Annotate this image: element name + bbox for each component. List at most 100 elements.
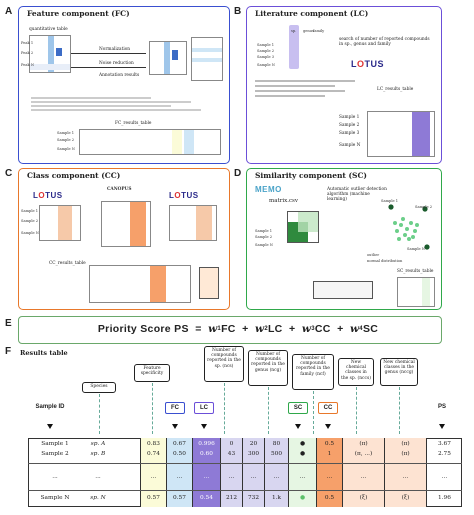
eq-w3-sub: 3 <box>311 326 315 332</box>
col-nccs: (π) (π, ...) ... (ξ) <box>342 438 384 507</box>
fc-results-label: FC_results_table <box>115 121 152 126</box>
col-species: sp. A sp. B ... sp. N <box>84 438 112 507</box>
arrow-cc <box>325 424 331 429</box>
connector-n-genus <box>268 387 269 434</box>
scatter-sample-2: Sample 2 <box>415 205 433 209</box>
callout-specificity: Feature specificity <box>134 364 170 382</box>
cell-nccg-2: (π) <box>401 451 410 457</box>
cell-lc-dots: ... <box>203 474 210 480</box>
header-sample-id: Sample ID <box>35 404 65 410</box>
header-ps: PS <box>437 404 446 410</box>
col-nccg: (π) (π) ... (ξ) <box>384 438 426 507</box>
cell-cc-1: 0.5 <box>324 441 335 447</box>
arrow-line-a1 <box>71 53 146 54</box>
col-ncf: 80 500 ... 1.k <box>264 438 288 507</box>
cell-ncf-dots: ... <box>273 474 280 480</box>
panel-letter-d: D <box>234 168 242 179</box>
header-sc: SC <box>288 402 308 414</box>
arrow-sample-id <box>47 424 53 429</box>
quant-table <box>29 35 71 73</box>
eq-lc: LC <box>267 323 283 335</box>
panel-a-box: Feature component (FC) quantitative tabl… <box>18 6 230 164</box>
cell-sample-dots: ... <box>52 474 58 480</box>
callout-n-family: Number of compounds reported in the fami… <box>292 354 334 390</box>
eq-cc: CC <box>314 323 331 335</box>
cell-sample-2: Sample 2 <box>41 451 69 457</box>
cc-sample-2: Sample 2 <box>21 219 39 223</box>
cell-cc-dots: ... <box>326 474 333 480</box>
cell-sp-n: sp. N <box>90 495 106 501</box>
eq-plus-1: + <box>242 323 249 335</box>
panel-c-box: Class component (CC) CANOPUS LOTUS LOTUS… <box>18 168 230 310</box>
cc-results-label: CC_results_table <box>49 261 86 266</box>
cc-mid-table <box>101 201 151 247</box>
panel-e-box <box>18 316 442 344</box>
row-separator-1 <box>28 463 462 464</box>
header-fc: FC <box>165 402 185 414</box>
arrow-ps <box>439 424 445 429</box>
lc-result-table <box>367 111 435 157</box>
panel-letter-a: A <box>5 6 13 17</box>
sc-algo-note: Automatic outlier detection algorithm (m… <box>327 187 387 202</box>
eq-fc: FC <box>221 323 236 335</box>
cell-nccs-n: (ξ) <box>359 495 368 501</box>
cell-ps-dots: ... <box>441 474 448 480</box>
cell-sample-n: Sample N <box>40 495 70 501</box>
memo-logo: MEMO <box>255 185 282 194</box>
cell-cc-2: 1 <box>327 451 332 457</box>
quant-row-1: Peak 1 <box>21 41 34 45</box>
lc-col-genus: genus <box>303 29 314 33</box>
col-ncs: 0 43 ... 212 <box>220 438 242 507</box>
cell-sample-1: Sample 1 <box>41 441 69 447</box>
panel-b-box: Literature component (LC) sp. genus fami… <box>246 6 442 164</box>
fc-sample-1: Sample 1 <box>57 131 75 135</box>
cell-sc-dots: ... <box>299 474 306 480</box>
eq-w1: w <box>208 323 218 335</box>
col-ncg: 20 300 ... 732 <box>242 438 264 507</box>
cell-sp-2: sp. B <box>90 451 106 457</box>
row-separator-2 <box>28 490 462 491</box>
lc-formula <box>255 77 365 117</box>
col-cc: 0.5 1 ... 0.5 <box>316 438 342 507</box>
arrow-line-a2 <box>71 67 146 68</box>
cell-nccs-2: (π, ...) <box>354 451 373 457</box>
sc-left-sample-2: Sample 2 <box>255 235 273 239</box>
scatter-sample-1: Sample 1 <box>381 199 399 203</box>
cell-nccg-dots: ... <box>402 474 409 480</box>
callout-n-sp: Number of compounds reported in the sp. … <box>204 346 244 382</box>
cc-left-table <box>39 205 81 241</box>
cell-nccs-dots: ... <box>360 474 367 480</box>
quant-row-n: Peak N <box>21 63 34 67</box>
fc-sample-2: Sample 2 <box>57 138 75 142</box>
cell-spec-dots: ... <box>150 474 157 480</box>
arrow-fc <box>172 424 178 429</box>
sc-code-box <box>313 281 373 299</box>
sc-result-table <box>397 277 435 307</box>
lc-results-label: LC_results_table <box>377 87 414 92</box>
cell-ncs-n: 212 <box>225 495 238 501</box>
cell-lc-n: 0.54 <box>200 495 213 501</box>
cell-nccg-n: (ξ) <box>401 495 410 501</box>
cell-ncg-n: 732 <box>247 495 260 501</box>
cell-ncf-2: 500 <box>270 451 283 457</box>
panel-d-title: Similarity component (SC) <box>255 171 367 180</box>
lc-row-2: Sample 2 <box>339 123 360 128</box>
sc-results-label: SC_results_table <box>397 269 434 274</box>
eq-w2-sub: 2 <box>264 326 268 332</box>
cell-ncf-n: 1.k <box>271 495 282 501</box>
eq-w2: w <box>254 323 265 335</box>
cell-fc-2: 0.50 <box>173 451 186 457</box>
col-lc: 0.996 0.60 ... 0.54 <box>192 438 220 507</box>
step-annotation: Annotation results <box>99 73 140 78</box>
cell-ps-n: 1.96 <box>438 495 451 501</box>
col-fc: 0.67 0.50 ... 0.57 <box>166 438 192 507</box>
cell-ps-2: 2.75 <box>438 451 451 457</box>
lc-taxo-table <box>287 25 321 69</box>
cell-spec-2: 0.74 <box>147 451 160 457</box>
quant-row-2: Peak 2 <box>21 51 34 55</box>
matrix-file: matrix.csv <box>269 198 298 204</box>
connector-species <box>99 394 100 434</box>
cell-fc-dots: ... <box>176 474 183 480</box>
cell-fc-1: 0.67 <box>173 441 186 447</box>
panel-letter-c: C <box>5 168 13 179</box>
